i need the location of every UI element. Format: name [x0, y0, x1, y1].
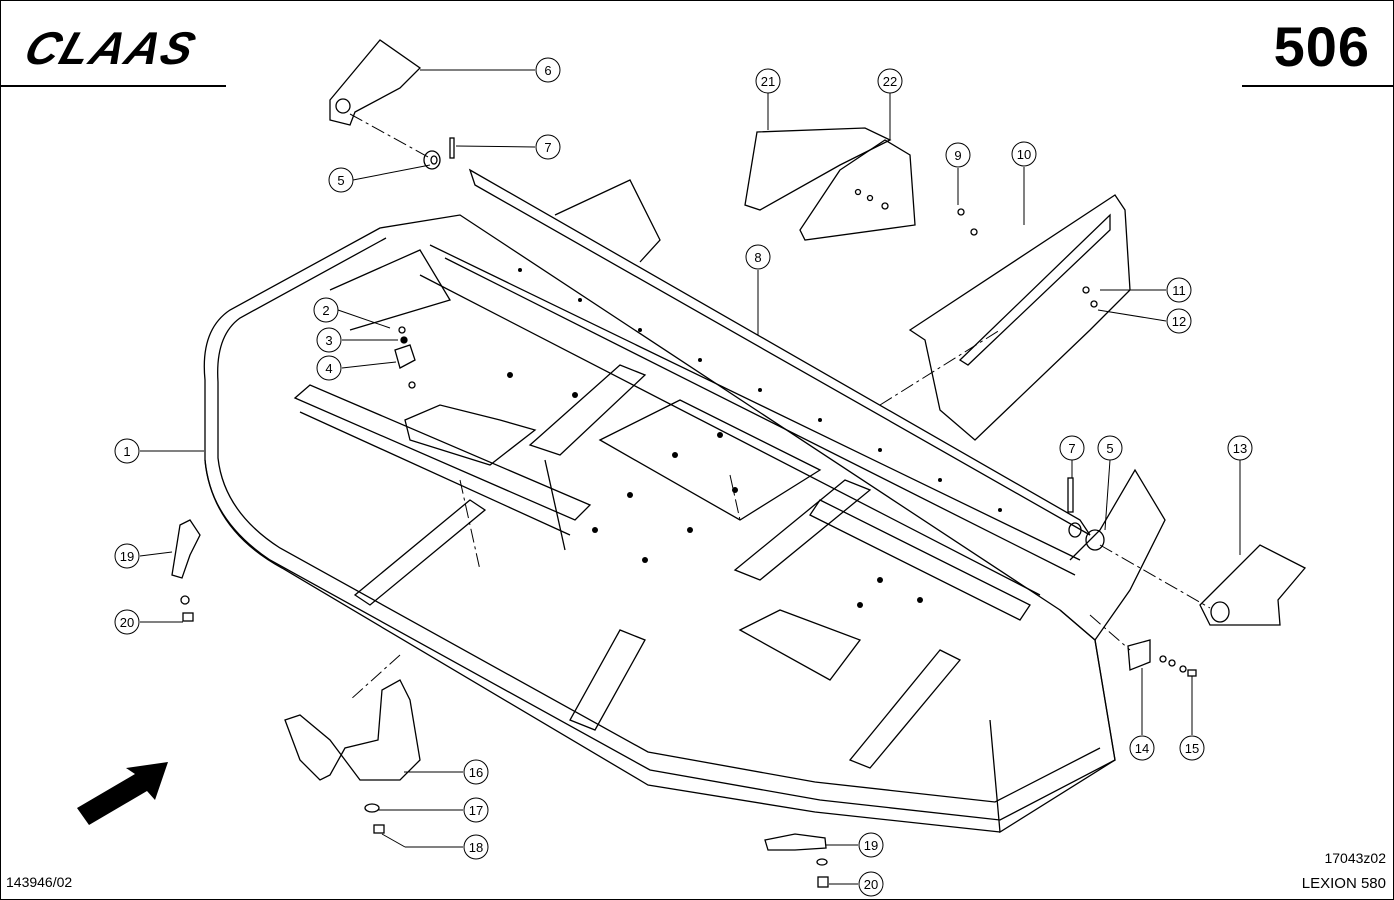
assembly-axes	[349, 113, 1211, 701]
callout-16: 16	[463, 759, 489, 785]
header-frame-assembly	[203, 168, 1166, 834]
svg-text:5: 5	[1106, 441, 1113, 456]
svg-text:15: 15	[1185, 741, 1199, 756]
bracket-part-6	[329, 39, 422, 126]
callout-3: 3	[316, 327, 342, 353]
svg-text:4: 4	[325, 361, 332, 376]
bushing-part-5-right	[1067, 477, 1105, 551]
svg-text:7: 7	[544, 140, 551, 155]
callout-10: 10	[1011, 141, 1037, 167]
svg-text:19: 19	[864, 838, 878, 853]
svg-text:5: 5	[337, 173, 344, 188]
callout-6: 6	[535, 57, 561, 83]
svg-text:21: 21	[761, 74, 775, 89]
wear-strip-part-19-bottom	[764, 833, 829, 888]
svg-text:13: 13	[1233, 441, 1247, 456]
document-number: 143946/02	[6, 874, 73, 890]
callout-12: 12	[1166, 308, 1192, 334]
callout-17: 17	[463, 797, 489, 823]
callout-22: 22	[877, 68, 903, 94]
bracket-part-13	[1199, 544, 1307, 626]
svg-text:8: 8	[754, 250, 761, 265]
svg-text:9: 9	[954, 148, 961, 163]
bushing-part-5-top	[423, 137, 455, 170]
bolt-holes	[507, 268, 1002, 608]
svg-text:22: 22	[883, 74, 897, 89]
claas-logo: CLAAS	[18, 23, 203, 75]
callout-4: 4	[316, 355, 342, 381]
callout-5-right: 5	[1097, 435, 1123, 461]
svg-text:7: 7	[1068, 441, 1075, 456]
svg-text:6: 6	[544, 63, 551, 78]
callout-2: 2	[313, 297, 339, 323]
callout-15: 15	[1179, 735, 1205, 761]
callout-19-bottom: 19	[858, 832, 884, 858]
svg-text:12: 12	[1172, 314, 1186, 329]
svg-text:19: 19	[120, 549, 134, 564]
callout-7-top: 7	[535, 134, 561, 160]
svg-text:1: 1	[123, 444, 130, 459]
callout-14: 14	[1129, 735, 1155, 761]
svg-text:2: 2	[322, 303, 329, 318]
callout-21: 21	[755, 68, 781, 94]
cover-part-10	[908, 194, 1131, 441]
figure-code: 17043z02	[1324, 850, 1386, 866]
callout-7-right: 7	[1059, 435, 1085, 461]
shield-parts-21-22	[744, 127, 916, 241]
svg-text:10: 10	[1017, 147, 1031, 162]
svg-text:CLAAS: CLAAS	[18, 23, 203, 75]
leader-lines	[139, 69, 1241, 885]
wear-strip-part-19-left	[171, 519, 201, 622]
callout-5-top: 5	[328, 167, 354, 193]
callout-11: 11	[1166, 277, 1192, 303]
page-number: 506	[1273, 15, 1370, 78]
svg-text:18: 18	[469, 840, 483, 855]
svg-text:14: 14	[1135, 741, 1149, 756]
svg-text:20: 20	[864, 877, 878, 892]
fasteners-parts-2-3-4	[394, 326, 416, 389]
model-name: LEXION 580	[1301, 875, 1386, 892]
plate-part-14	[1127, 639, 1197, 677]
callout-18: 18	[463, 834, 489, 860]
svg-text:20: 20	[120, 615, 134, 630]
svg-text:11: 11	[1172, 283, 1186, 298]
svg-text:16: 16	[469, 765, 483, 780]
svg-text:3: 3	[325, 333, 332, 348]
support-part-16	[284, 679, 421, 834]
callout-13: 13	[1227, 435, 1253, 461]
callout-20-bottom: 20	[858, 871, 884, 897]
direction-arrow-icon	[77, 762, 168, 825]
callout-8: 8	[745, 244, 771, 270]
callout-20-left: 20	[114, 609, 140, 635]
callout-19-left: 19	[114, 543, 140, 569]
callout-1: 1	[114, 438, 140, 464]
svg-text:17: 17	[469, 803, 483, 818]
callout-9: 9	[945, 142, 971, 168]
